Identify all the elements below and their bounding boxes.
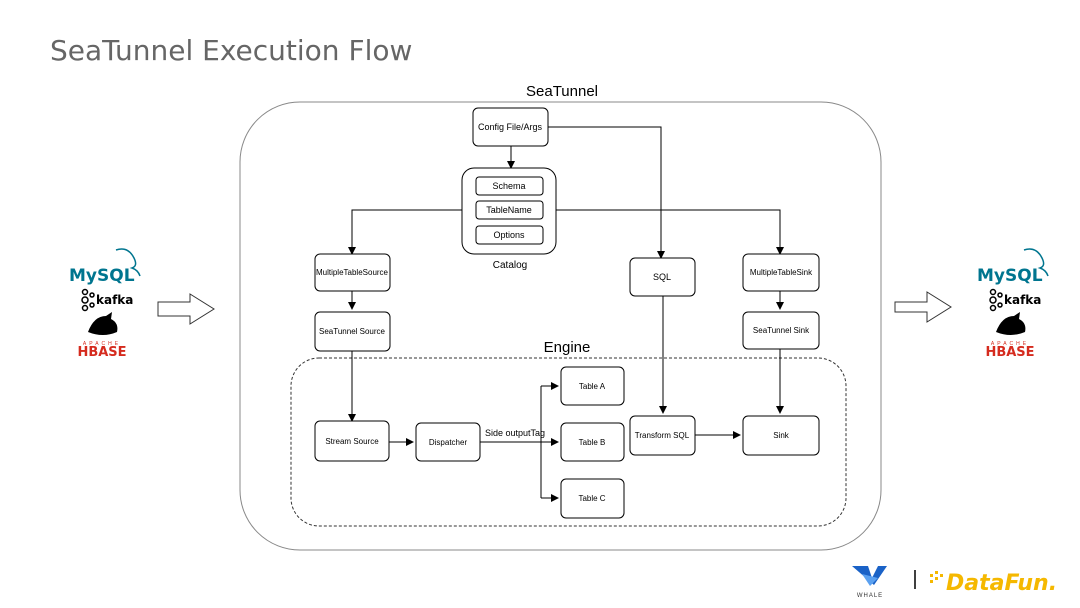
svg-text:kafka: kafka [96, 293, 133, 307]
svg-text:Table A: Table A [579, 382, 606, 391]
stream-source-node: Stream Source [314, 420, 390, 462]
svg-text:HBASE: HBASE [77, 345, 126, 360]
engine-label: Engine [544, 339, 591, 356]
svg-text:Options: Options [493, 230, 525, 240]
svg-text:MySQL: MySQL [69, 266, 135, 286]
table-c-node: Table C [560, 478, 625, 519]
kafka-logo: kafka [81, 288, 133, 312]
dispatcher-node: Dispatcher [415, 422, 481, 462]
svg-text:Stream Source: Stream Source [325, 437, 379, 446]
kafka-icon [81, 288, 95, 312]
table-a-node: Table A [560, 366, 625, 406]
page-title: SeaTunnel Execution Flow [50, 34, 413, 67]
svg-text:WHALE: WHALE [857, 593, 883, 599]
svg-text:Dispatcher: Dispatcher [429, 438, 468, 447]
svg-text:Table C: Table C [578, 494, 605, 503]
source-logos: MySQL kafka APACHE HBASE [69, 248, 141, 360]
multiple-table-source-node: MultipleTableSource [314, 253, 391, 292]
schema-field: Schema [475, 176, 544, 196]
svg-text:MultipleTableSource: MultipleTableSource [316, 268, 389, 277]
svg-text:Config File/Args: Config File/Args [478, 122, 543, 132]
svg-text:SeaTunnel Sink: SeaTunnel Sink [753, 326, 810, 335]
svg-text:SQL: SQL [653, 272, 671, 282]
svg-text:Table B: Table B [579, 438, 606, 447]
dolphin-icon [1023, 248, 1049, 277]
svg-text:APACHE: APACHE [991, 341, 1029, 347]
hbase-logo: APACHE HBASE [985, 312, 1035, 360]
multiple-table-sink-node: MultipleTableSink [742, 253, 820, 292]
sink-node: Sink [742, 415, 820, 456]
svg-text:Sink: Sink [773, 431, 790, 440]
output-arrow-icon [894, 291, 952, 323]
svg-text:APACHE: APACHE [83, 341, 121, 347]
kafka-logo: kafka [989, 288, 1041, 312]
seatunnel-source-node: SeaTunnel Source [314, 311, 391, 352]
sql-node: SQL [629, 257, 696, 297]
whale-icon [852, 566, 887, 585]
svg-text:SeaTunnel Source: SeaTunnel Source [319, 327, 386, 336]
svg-text:MySQL: MySQL [977, 266, 1043, 286]
seatunnel-sink-node: SeaTunnel Sink [742, 311, 820, 350]
kafka-icon [989, 288, 1003, 312]
tablename-field: TableName [475, 200, 544, 220]
sink-logos: MySQL kafka APACHE HBASE [977, 248, 1049, 360]
transform-sql-node: Transform SQL [629, 415, 696, 456]
options-field: Options [475, 225, 544, 245]
svg-text:kafka: kafka [1004, 293, 1041, 307]
orca-icon [88, 312, 118, 335]
svg-text:DataFun.: DataFun. [946, 571, 1057, 596]
hbase-logo: APACHE HBASE [77, 312, 127, 360]
mysql-logo: MySQL [977, 248, 1049, 286]
svg-text:TableName: TableName [486, 205, 532, 215]
seatunnel-label: SeaTunnel [526, 83, 598, 100]
svg-text:Transform SQL: Transform SQL [635, 431, 690, 440]
edges [348, 126, 784, 502]
svg-text:MultipleTableSink: MultipleTableSink [750, 268, 813, 277]
catalog-node: Schema TableName Options [461, 167, 557, 255]
config-node: Config File/Args [472, 107, 549, 147]
whale-logo: WHALE [852, 566, 887, 599]
catalog-label: Catalog [493, 260, 527, 271]
input-arrow-icon [157, 293, 215, 325]
svg-text:Schema: Schema [492, 181, 525, 191]
dolphin-icon [115, 248, 141, 277]
table-b-node: Table B [560, 422, 625, 462]
seatunnel-container [239, 101, 882, 551]
side-output-label: Side outputTag [485, 428, 545, 438]
datafun-logo: DataFun. [930, 571, 1057, 596]
engine-container [290, 357, 847, 527]
svg-text:HBASE: HBASE [985, 345, 1034, 360]
mysql-logo: MySQL [69, 248, 141, 286]
orca-icon [996, 312, 1026, 335]
datafun-icon [930, 571, 943, 583]
